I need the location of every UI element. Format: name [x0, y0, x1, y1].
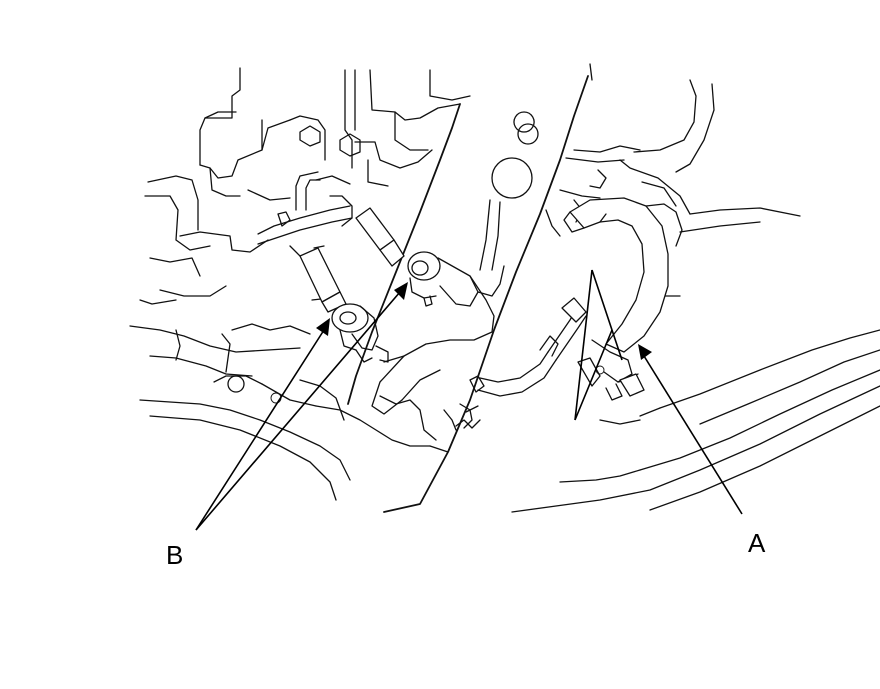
central-hose [371, 265, 587, 415]
upper-right-structure [545, 63, 801, 301]
left-hose-pipes [257, 171, 405, 313]
callout-label-a: A [748, 528, 766, 558]
frame-rails [347, 75, 589, 513]
arrowhead-b1 [316, 318, 330, 336]
engine-block-outline [129, 67, 471, 421]
lower-body [139, 395, 481, 501]
coolant-hose [563, 197, 683, 401]
arrowhead-a [638, 344, 652, 360]
lower-right-panels [511, 329, 880, 513]
arrowhead-b2 [394, 282, 408, 300]
callout-leaders [195, 269, 743, 531]
callout-label-b: B [166, 540, 184, 570]
hose-connectors [331, 251, 479, 363]
